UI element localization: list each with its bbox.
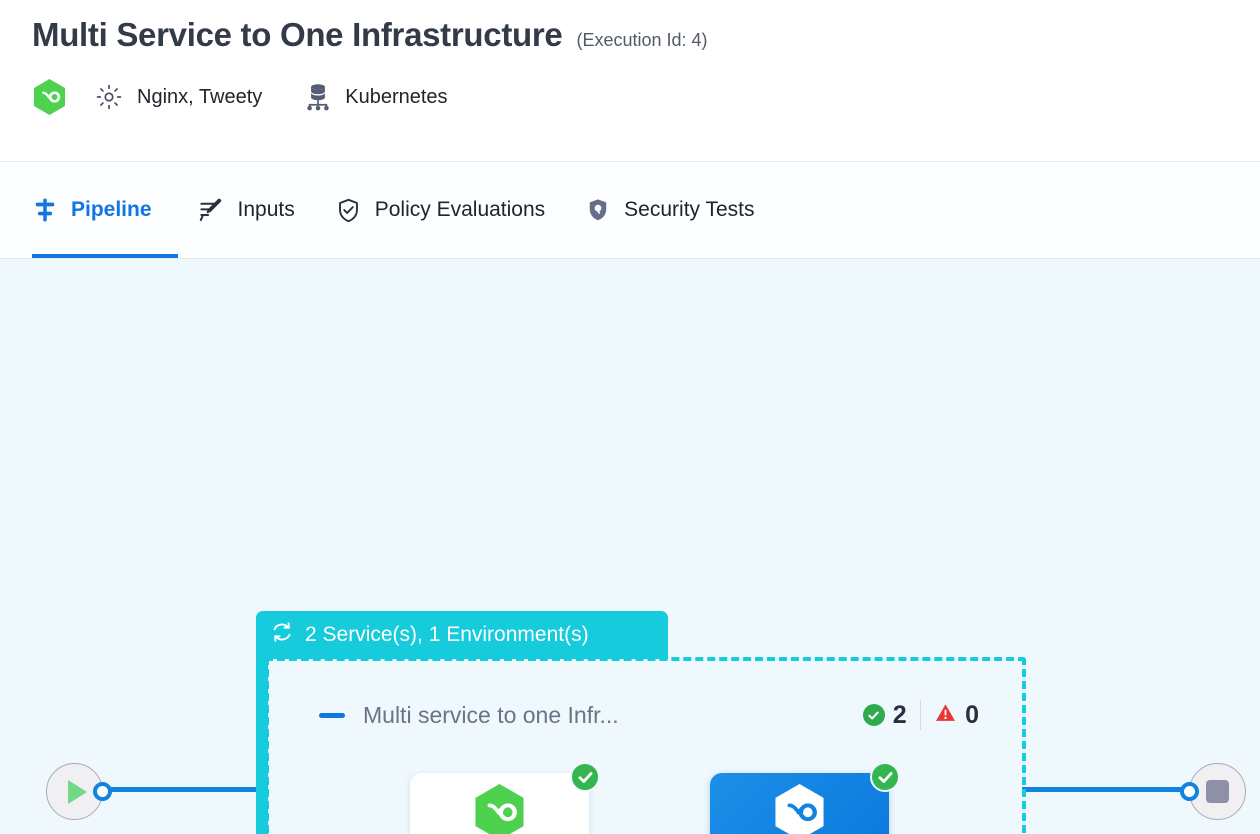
- error-count-group: 0: [934, 701, 979, 730]
- group-title-row: Multi service to one Infr... 2: [319, 697, 979, 733]
- loop-group-header[interactable]: 2 Service(s), 1 Environment(s): [256, 611, 668, 659]
- services-label: Nginx, Tweety: [137, 85, 263, 108]
- tab-security-tests[interactable]: Security Tests: [565, 162, 774, 258]
- group-title: Multi service to one Infr...: [363, 701, 619, 728]
- shield-security-icon: [585, 197, 611, 223]
- loop-repeat-icon: [270, 620, 294, 650]
- gear-icon: [95, 83, 123, 111]
- edge-group-to-end: [1022, 787, 1184, 792]
- cluster-icon: [304, 82, 332, 112]
- loop-group-side-bar: [256, 655, 268, 834]
- tab-label: Pipeline: [71, 198, 152, 221]
- title-row: Multi Service to One Infrastructure (Exe…: [32, 16, 1260, 54]
- success-count-group: 2: [862, 700, 907, 730]
- error-count: 0: [965, 700, 979, 729]
- infrastructure-label: Kubernetes: [345, 85, 448, 108]
- edit-lines-icon: [198, 197, 225, 224]
- shield-check-icon: [335, 197, 362, 224]
- hexagon-infinity-icon: [32, 78, 67, 116]
- service-card-tweety[interactable]: </>: [710, 762, 900, 834]
- check-circle-icon: [862, 704, 885, 726]
- start-node-port[interactable]: [93, 782, 112, 801]
- minus-icon[interactable]: [319, 712, 345, 718]
- tab-policy-evaluations[interactable]: Policy Evaluations: [315, 162, 565, 258]
- page-title: Multi Service to One Infrastructure: [32, 16, 563, 53]
- page-header: Multi Service to One Infrastructure (Exe…: [0, 0, 1260, 162]
- tab-label: Policy Evaluations: [374, 198, 546, 221]
- count-divider: [919, 700, 922, 730]
- loop-group-header-label: 2 Service(s), 1 Environment(s): [305, 623, 589, 646]
- execution-id: (Execution Id: 4): [576, 30, 708, 50]
- tab-label: Inputs: [237, 198, 295, 221]
- pipeline-canvas: 2 Service(s), 1 Environment(s) Multi ser…: [0, 259, 1260, 834]
- edge-start-to-group: [108, 787, 265, 792]
- tab-pipeline[interactable]: Pipeline: [32, 162, 178, 258]
- meta-row: Nginx, Tweety Kubernetes: [32, 78, 1260, 116]
- tab-inputs[interactable]: Inputs: [178, 162, 315, 258]
- group-counts: 2 0: [862, 700, 979, 730]
- end-node-port[interactable]: [1180, 782, 1199, 801]
- hexagon-infinity-icon: [472, 782, 527, 834]
- loop-group-body: [265, 657, 1026, 834]
- hexagon-infinity-icon: [772, 782, 827, 834]
- pipeline-icon: [32, 197, 58, 223]
- play-icon: [67, 779, 87, 804]
- success-count: 2: [892, 700, 907, 729]
- check-circle-icon: [870, 762, 900, 792]
- tab-bar: Pipeline Inputs Policy Evaluations: [0, 162, 1260, 259]
- warning-triangle-icon: [934, 702, 957, 729]
- service-card-nginx[interactable]: </>: [410, 762, 600, 834]
- check-circle-icon: [570, 762, 600, 792]
- tab-label: Security Tests: [624, 198, 755, 221]
- stop-icon: [1206, 780, 1229, 803]
